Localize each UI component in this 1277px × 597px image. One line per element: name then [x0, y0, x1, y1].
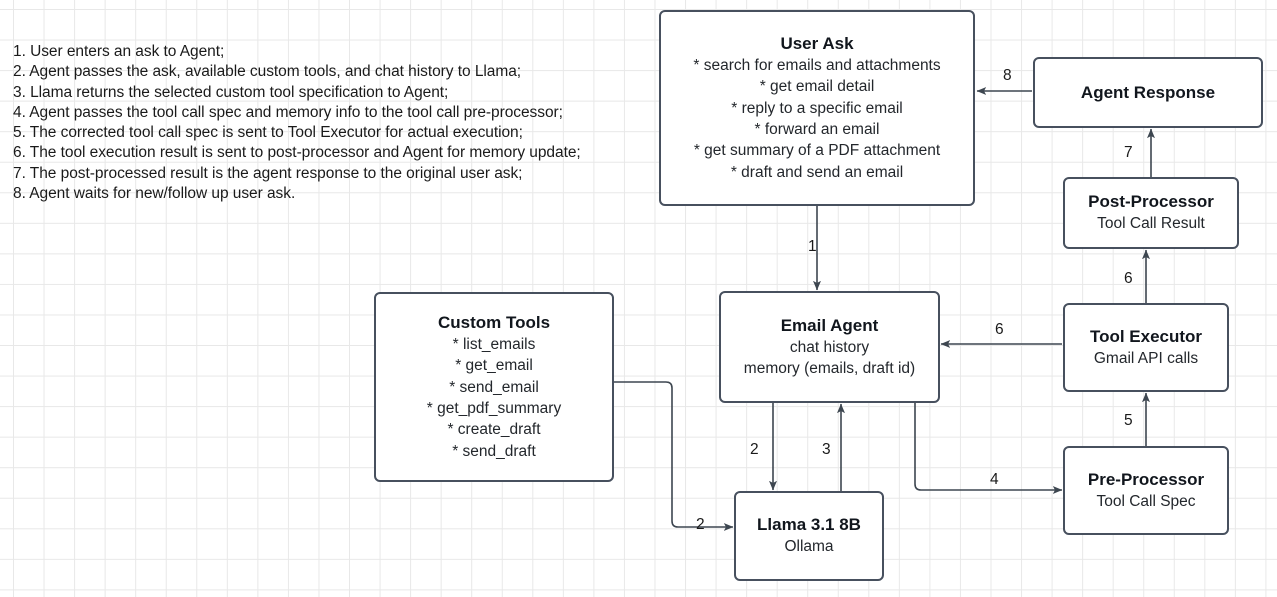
- node-user-ask-item: * draft and send an email: [730, 163, 904, 181]
- node-pre-processor-subtitle: Tool Call Spec: [1096, 492, 1196, 510]
- node-email-agent-subtitle-memory: memory (emails, draft id): [743, 360, 916, 377]
- legend-line: 3. Llama returns the selected custom too…: [13, 83, 449, 101]
- node-email-agent-title: Email Agent: [780, 315, 879, 335]
- legend-line: 7. The post-processed result is the agen…: [13, 164, 523, 182]
- node-post-processor-subtitle: Tool Call Result: [1097, 215, 1205, 233]
- node-custom-tools-item: * list_emails: [452, 336, 536, 354]
- node-custom-tools-item: * send_draft: [452, 442, 536, 460]
- node-llama-subtitle: Ollama: [784, 538, 834, 556]
- node-custom-tools[interactable]: Custom Tools * list_emails * get_email *…: [374, 292, 614, 482]
- node-custom-tools-item: * get_email: [455, 357, 533, 375]
- node-user-ask-item: * get summary of a PDF attachment: [693, 142, 941, 160]
- node-custom-tools-title: Custom Tools: [437, 313, 551, 333]
- node-tool-executor-subtitle: Gmail API calls: [1093, 349, 1199, 367]
- edge-label-2-agent-llama: 2: [750, 441, 759, 458]
- node-custom-tools-item: * send_email: [449, 378, 539, 396]
- node-pre-processor-title: Pre-Processor: [1087, 469, 1205, 489]
- edge-label-8: 8: [1003, 67, 1012, 84]
- edge-4-agent-preprocessor: [914, 403, 1063, 494]
- edge-label-4: 4: [990, 471, 999, 488]
- edge-label-7: 7: [1124, 144, 1133, 161]
- node-user-ask[interactable]: User Ask * search for emails and attachm…: [659, 10, 975, 206]
- edge-label-3: 3: [822, 441, 831, 458]
- legend-line: 4. Agent passes the tool call spec and m…: [13, 103, 563, 121]
- edge-label-6-executor-postprocessor: 6: [1124, 270, 1133, 287]
- edge-label-6-executor-agent: 6: [995, 321, 1004, 338]
- legend-line: 6. The tool execution result is sent to …: [13, 144, 581, 162]
- node-custom-tools-item: * get_pdf_summary: [426, 400, 562, 417]
- node-agent-response[interactable]: Agent Response: [1033, 57, 1263, 128]
- node-post-processor-title: Post-Processor: [1088, 192, 1214, 212]
- node-llama[interactable]: Llama 3.1 8B Ollama: [734, 491, 884, 581]
- node-tool-executor-title: Tool Executor: [1089, 326, 1203, 346]
- node-tool-executor[interactable]: Tool Executor Gmail API calls: [1063, 303, 1229, 392]
- node-agent-response-title: Agent Response: [1080, 82, 1216, 102]
- node-email-agent-subtitle-chat-history: chat history: [789, 338, 870, 356]
- node-post-processor[interactable]: Post-Processor Tool Call Result: [1063, 177, 1239, 249]
- node-custom-tools-item: * create_draft: [447, 421, 541, 439]
- node-llama-title: Llama 3.1 8B: [757, 515, 861, 535]
- node-pre-processor[interactable]: Pre-Processor Tool Call Spec: [1063, 446, 1229, 535]
- edge-2-tools-llama: [614, 381, 734, 531]
- legend-line: 2. Agent passes the ask, available custo…: [13, 63, 522, 81]
- node-email-agent[interactable]: Email Agent chat history memory (emails,…: [719, 291, 940, 403]
- node-user-ask-item: * reply to a specific email: [731, 99, 903, 117]
- edge-label-5: 5: [1124, 412, 1133, 429]
- legend-line: 1. User enters an ask to Agent;: [13, 43, 225, 60]
- legend-line: 5. The corrected tool call spec is sent …: [13, 124, 523, 142]
- edge-label-1: 1: [808, 238, 817, 255]
- legend-line: 8. Agent waits for new/follow up user as…: [13, 185, 296, 203]
- node-user-ask-item: * get email detail: [759, 78, 875, 96]
- node-user-ask-item: * search for emails and attachments: [693, 57, 941, 75]
- edge-label-2-tools-llama: 2: [696, 516, 705, 533]
- legend-steps-list: 1. User enters an ask to Agent; 2. Agent…: [13, 42, 653, 204]
- node-user-ask-item: * forward an email: [754, 121, 880, 138]
- node-user-ask-title: User Ask: [780, 34, 854, 54]
